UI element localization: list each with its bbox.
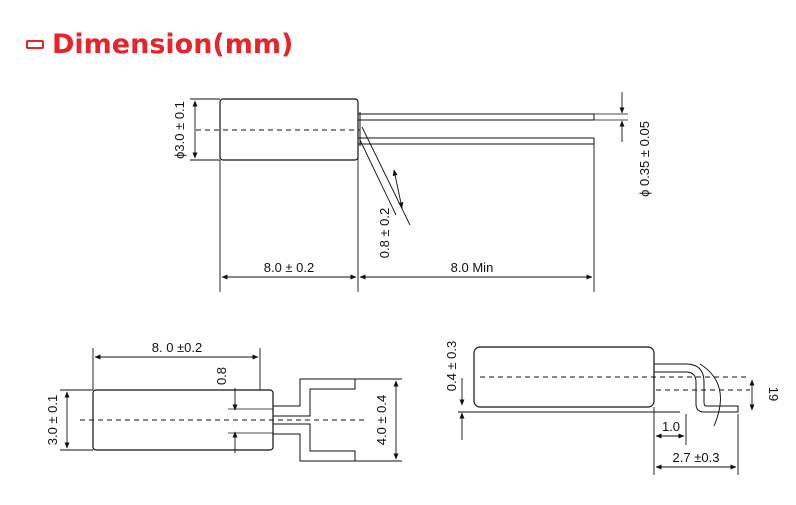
minus-box-icon bbox=[26, 39, 44, 49]
body-length-label: 8.0 ± 0.2 bbox=[264, 260, 315, 275]
body-diameter-label: ϕ3.0 ± 0.1 bbox=[172, 101, 187, 159]
end-view-total-width-label: 2.7 ±0.3 bbox=[673, 450, 720, 465]
smd-lead-gap-label: 0.8 bbox=[214, 367, 229, 385]
smd-lead-span-label: 4.0 ± 0.4 bbox=[374, 395, 389, 446]
end-view-lead bbox=[654, 363, 739, 413]
section-title: Dimension(mm) bbox=[26, 24, 293, 64]
end-view-arc bbox=[699, 363, 721, 427]
smd-body-length-label: 8. 0 ±0.2 bbox=[152, 340, 203, 355]
smd-end-view bbox=[458, 346, 755, 475]
end-view-height-label: 19 bbox=[766, 387, 781, 401]
smd-lead-upper bbox=[273, 378, 356, 417]
lead-spacing-label: 0.8 ± 0.2 bbox=[377, 208, 392, 259]
smd-lead-lower bbox=[273, 423, 356, 462]
lead-diameter-label: ϕ 0.35 ± 0.05 bbox=[637, 121, 652, 197]
top-view bbox=[190, 92, 628, 292]
leads bbox=[358, 112, 595, 146]
title-text: Dimension(mm) bbox=[52, 28, 294, 60]
lead-length-label: 8.0 Min bbox=[451, 260, 494, 275]
end-view-offset-label: 0.4 ± 0.3 bbox=[444, 341, 459, 392]
lead-spacing-dim bbox=[392, 169, 404, 209]
crystal-body bbox=[219, 98, 359, 161]
smd-side-view bbox=[60, 348, 402, 462]
smd-body-height-label: 3.0 ± 0.1 bbox=[45, 395, 60, 446]
end-view-lead-width-label: 1.0 bbox=[662, 419, 680, 434]
